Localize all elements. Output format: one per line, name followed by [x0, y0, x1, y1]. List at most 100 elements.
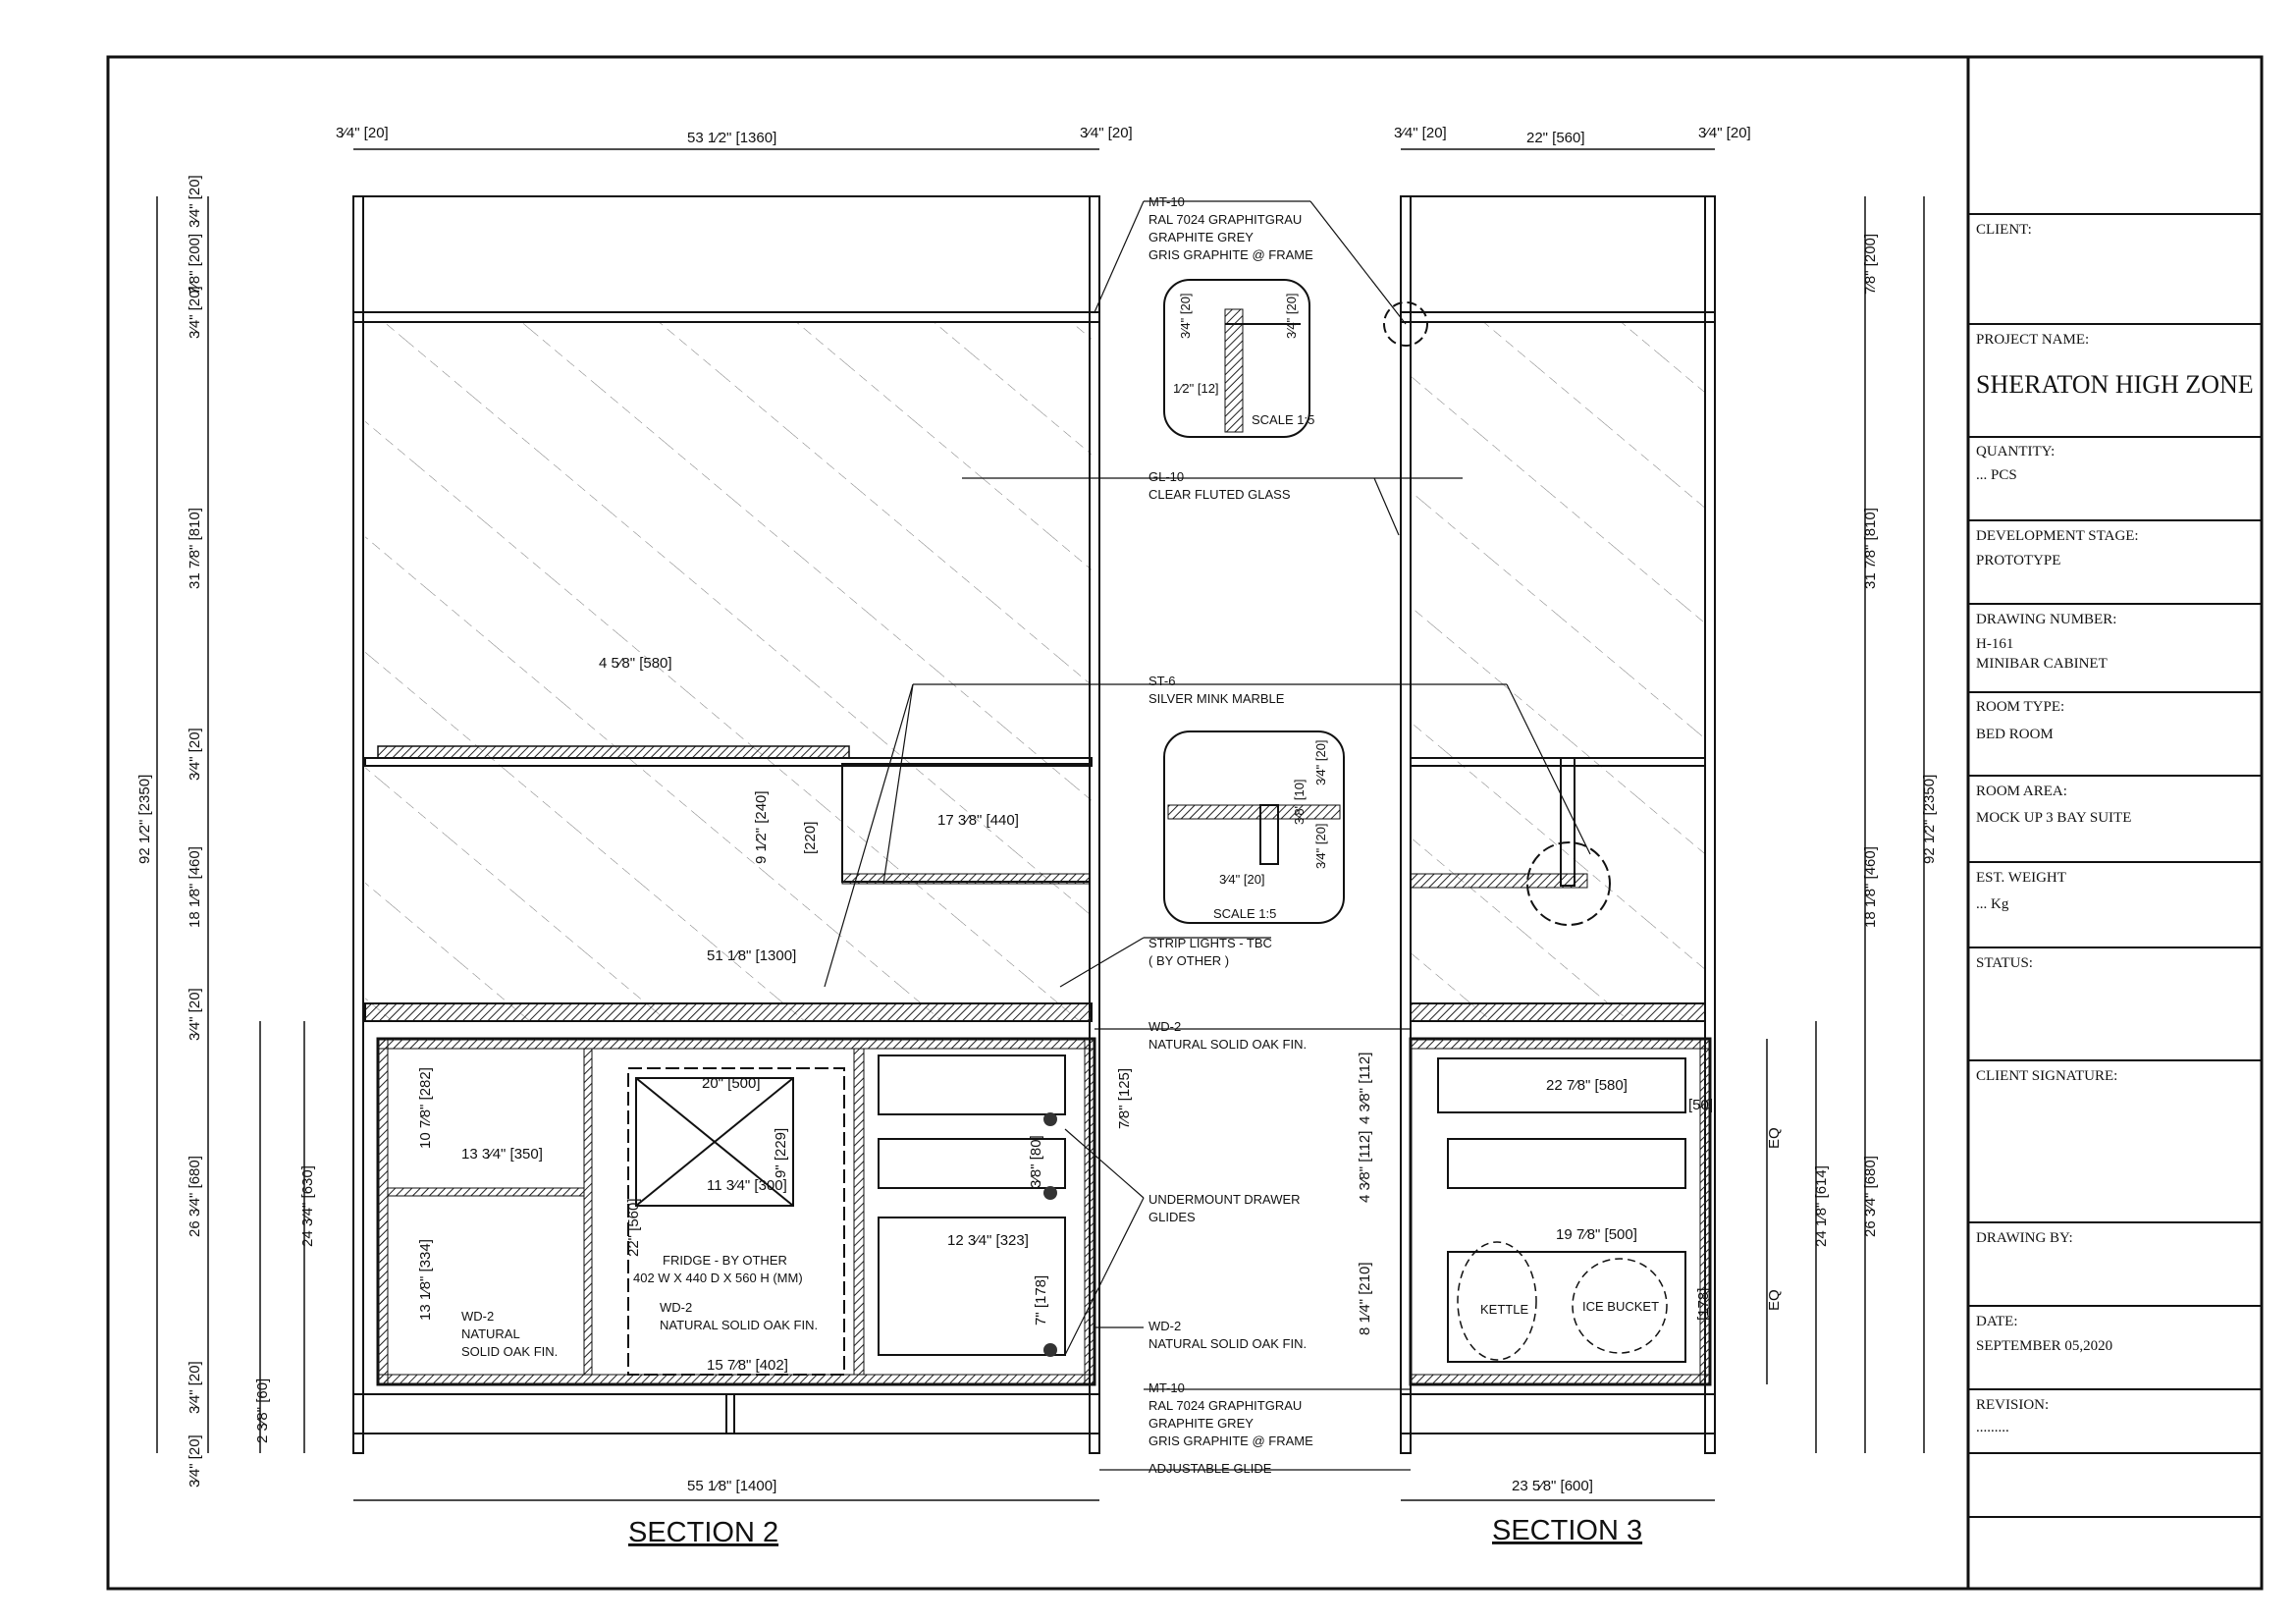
tb-status-label: STATUS:	[1976, 955, 2033, 971]
tb-stage-label: DEVELOPMENT STAGE:	[1976, 528, 2139, 544]
s2-dim-drawer-80: 3⁄8" [80]	[1028, 1135, 1044, 1188]
note-fridge: FRIDGE - BY OTHER 402 W X 440 D X 560 H …	[633, 1253, 803, 1285]
tb-revision-label: REVISION:	[1976, 1397, 2049, 1413]
s2-dim-top-right: 3⁄4" [20]	[1080, 125, 1133, 141]
tb-drawing-number-label: DRAWING NUMBER:	[1976, 612, 2116, 627]
tb-project-value: SHERATON HIGH ZONE	[1976, 370, 2254, 399]
s3-dim-h-460: 18 1⁄8" [460]	[1862, 846, 1879, 928]
s2-dim-fridge-560: 22" [560]	[625, 1198, 642, 1257]
tb-weight-value: ... Kg	[1976, 896, 2009, 912]
s2-dim-tray-220: [220]	[802, 822, 819, 854]
s2-dim-left-bay-282: 10 7⁄8" [282]	[417, 1067, 434, 1149]
tb-quantity-label: QUANTITY:	[1976, 444, 2055, 460]
s3-dim-h-810: 31 7⁄8" [810]	[1862, 508, 1879, 589]
s2-dim-h-460: 18 1⁄8" [460]	[187, 846, 203, 928]
s2-dim-h-20c: 3⁄4" [20]	[187, 728, 203, 781]
s2-dim-fridge-width: 20" [500]	[702, 1075, 761, 1092]
s2-dim-drawer-178: 7" [178]	[1033, 1275, 1049, 1325]
s2-dim-h-20d: 3⁄4" [20]	[187, 988, 203, 1041]
s3-dim-h-680: 26 3⁄4" [680]	[1862, 1156, 1879, 1237]
detail-2-scale: SCALE 1:5	[1213, 906, 1276, 921]
tb-signature-label: CLIENT SIGNATURE:	[1976, 1068, 2117, 1084]
tb-client-label: CLIENT:	[1976, 222, 2032, 238]
tb-date-value: SEPTEMBER 05,2020	[1976, 1338, 2112, 1354]
note-undermount: UNDERMOUNT DRAWER GLIDES	[1148, 1192, 1304, 1224]
tb-room-type-label: ROOM TYPE:	[1976, 699, 2064, 715]
note-adjustable-glide: ADJUSTABLE GLIDE	[1148, 1461, 1272, 1476]
detail-2-dim-d: 3⁄4" [20]	[1219, 872, 1265, 887]
s2-dim-left-bay-334: 13 1⁄8" [334]	[417, 1239, 434, 1321]
s2-dim-bottom-overall: 55 1⁄8" [1400]	[687, 1478, 776, 1494]
section-2-drawing	[352, 195, 1100, 1454]
s2-dim-h-680: 26 3⁄4" [680]	[187, 1156, 203, 1237]
detail-1-dim-c: 1⁄2" [12]	[1173, 381, 1219, 396]
section-2-title: SECTION 2	[628, 1517, 778, 1548]
tb-weight-label: EST. WEIGHT	[1976, 870, 2066, 886]
s2-dim-tray-width: 17 3⁄8" [440]	[937, 812, 1019, 829]
s3-label-kettle: KETTLE	[1480, 1302, 1528, 1317]
s2-dim-tray-240: 9 1⁄2" [240]	[753, 790, 770, 864]
sheet-border	[106, 55, 2264, 1591]
s3-dim-overall-height: 92 1⁄2" [2350]	[1921, 775, 1938, 864]
detail-bubble-1	[1163, 279, 1310, 438]
s2-dim-left-bay-350: 13 3⁄4" [350]	[461, 1146, 543, 1163]
section-2-dimensions	[156, 148, 1099, 1501]
note-strip-lights: STRIP LIGHTS - TBC ( BY OTHER )	[1148, 936, 1276, 968]
tb-stage-value: PROTOTYPE	[1976, 553, 2060, 568]
s3-dim-eq-top: EQ	[1766, 1127, 1783, 1149]
s3-dim-eq-bottom: EQ	[1766, 1289, 1783, 1311]
s2-dim-h-20b: 3⁄4" [20]	[187, 286, 203, 339]
note-wd2-left: WD-2 NATURAL SOLID OAK FIN.	[461, 1309, 558, 1359]
s3-dim-h-200: 7⁄8" [200]	[1862, 234, 1879, 295]
section-3-dimensions	[1401, 148, 1925, 1501]
s3-dim-drawer-50: [50]	[1688, 1097, 1713, 1113]
section-3-title: SECTION 3	[1492, 1515, 1642, 1546]
s2-dim-drawer-323: 12 3⁄4" [323]	[947, 1232, 1029, 1249]
s2-dim-fridge-300: 11 3⁄4" [300]	[707, 1177, 787, 1194]
note-gl10: GL-10 CLEAR FLUTED GLASS	[1148, 469, 1291, 502]
s3-dim-drawer-112a: 4 3⁄8" [112]	[1357, 1053, 1373, 1124]
s3-dim-top-mid: 22" [560]	[1526, 130, 1585, 146]
s2-dim-fridge-229: 9" [229]	[773, 1128, 789, 1178]
tb-project-label: PROJECT NAME:	[1976, 332, 2089, 348]
tb-drawing-number-sub: MINIBAR CABINET	[1976, 656, 2108, 672]
tb-drawn-by-label: DRAWING BY:	[1976, 1230, 2073, 1246]
s3-dim-drawer-112b: 4 3⁄8" [112]	[1357, 1131, 1373, 1203]
s2-dim-fridge-402: 15 7⁄8" [402]	[707, 1357, 788, 1374]
note-wd2-fridge: WD-2 NATURAL SOLID OAK FIN.	[660, 1300, 818, 1332]
s3-dim-h-614: 24 1⁄8" [614]	[1813, 1165, 1830, 1247]
tb-revision-value: .........	[1976, 1420, 2009, 1435]
s2-dim-h-630: 24 3⁄4" [630]	[299, 1165, 316, 1247]
detail-2-dim-b: 3⁄8" [10]	[1292, 779, 1307, 825]
detail-bubble-2	[1163, 730, 1345, 924]
note-wd2-bottom: WD-2 NATURAL SOLID OAK FIN.	[1148, 1319, 1307, 1351]
s3-dim-drawer-210: 8 1⁄4" [210]	[1357, 1262, 1373, 1335]
tb-quantity-value: ... PCS	[1976, 467, 2017, 483]
section-3-drawing	[1383, 195, 1716, 1454]
s3-dim-drawer-178: [178]	[1695, 1288, 1712, 1321]
s3-dim-bottom-overall: 23 5⁄8" [600]	[1512, 1478, 1593, 1494]
note-mt10-bottom: MT-10 RAL 7024 GRAPHITGRAU GRAPHITE GREY…	[1148, 1380, 1313, 1448]
s2-dim-top-left: 3⁄4" [20]	[336, 125, 389, 141]
tb-room-area-value: MOCK UP 3 BAY SUITE	[1976, 810, 2131, 826]
s2-dim-inner-width: 51 1⁄8" [1300]	[707, 947, 796, 964]
detail-2-dim-c: 3⁄4" [20]	[1313, 823, 1328, 869]
note-wd2-top: WD-2 NATURAL SOLID OAK FIN.	[1148, 1019, 1307, 1052]
s2-dim-drawer-125: 7⁄8" [125]	[1116, 1068, 1133, 1129]
tb-room-area-label: ROOM AREA:	[1976, 784, 2067, 799]
s2-dim-h-20e: 3⁄4" [20]	[187, 1361, 203, 1414]
s2-dim-shelf-width: 4 5⁄8" [580]	[599, 655, 672, 672]
s2-dim-h-200: 7⁄8" [200]	[187, 234, 203, 295]
s3-dim-top-left: 3⁄4" [20]	[1394, 125, 1447, 141]
note-st6: ST-6 SILVER MINK MARBLE	[1148, 674, 1285, 706]
detail-2-dim-a: 3⁄4" [20]	[1313, 739, 1328, 785]
s2-dim-h-810: 31 7⁄8" [810]	[187, 508, 203, 589]
note-mt10-top: MT-10 RAL 7024 GRAPHITGRAU GRAPHITE GREY…	[1148, 194, 1313, 262]
tb-date-label: DATE:	[1976, 1314, 2018, 1329]
tb-room-type-value: BED ROOM	[1976, 727, 2054, 742]
s2-dim-h-60: 2 3⁄8" [60]	[254, 1379, 271, 1443]
s2-dim-overall-height: 92 1⁄2" [2350]	[136, 775, 153, 864]
tb-drawing-number-value: H-161	[1976, 636, 2013, 652]
detail-1-dim-a: 3⁄4" [20]	[1178, 293, 1193, 339]
